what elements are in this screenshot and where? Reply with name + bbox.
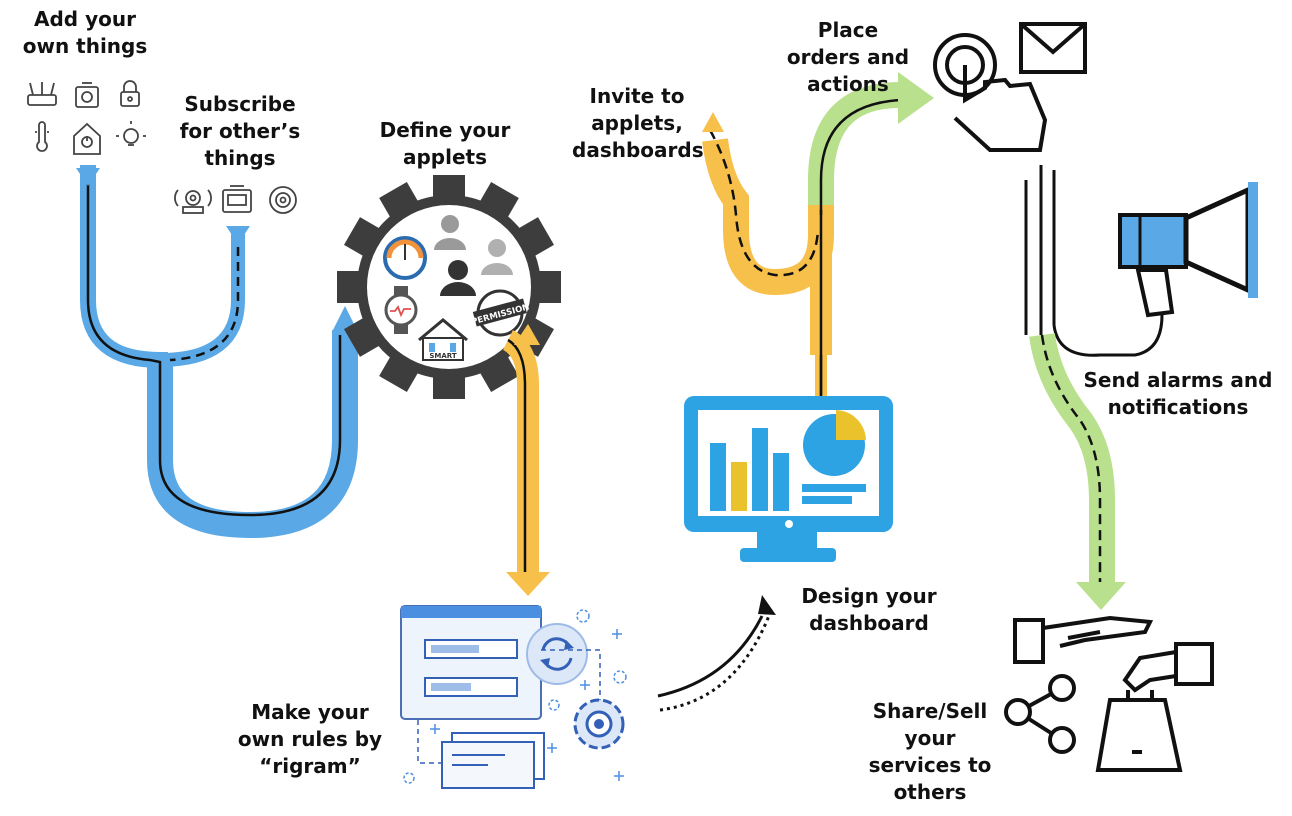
smart-text: SMART — [429, 352, 457, 360]
smart-home-icon — [73, 122, 101, 155]
label-design-dashboard: Design your dashboard — [801, 584, 937, 635]
label-send-alarms: Send alarms and notifications — [1083, 368, 1273, 419]
label-invite: Invite to applets, dashboards — [572, 84, 704, 162]
smart-house-icon: SMART — [418, 318, 468, 361]
router-icon — [27, 82, 57, 106]
label-subscribe-others-things: Subscribe for other’s things — [179, 92, 301, 170]
label-place-orders: Place orders and actions — [786, 18, 910, 96]
sensor-icon — [269, 186, 297, 214]
orange-flow-down — [502, 324, 550, 596]
label-make-rules: Make your own rules by “rigram” — [237, 700, 383, 778]
thermometer-icon — [35, 121, 49, 152]
smart-lock-icon — [120, 80, 140, 107]
user-icon-light — [481, 239, 513, 275]
notification-lines — [1024, 165, 1164, 357]
invite-flow — [702, 112, 834, 395]
smart-bulb-icon — [116, 121, 146, 146]
decor-sparkles — [403, 609, 627, 784]
control-panel-icon — [222, 185, 252, 213]
smart-plug-icon — [75, 82, 99, 108]
blue-flow-path — [76, 165, 358, 539]
megaphone-icon — [1118, 182, 1258, 318]
sync-icon — [526, 623, 588, 685]
label-add-own-things: Add your own things — [22, 7, 148, 58]
shopping-bag-icon — [1095, 642, 1214, 772]
camera-icon — [174, 189, 212, 214]
label-share-sell: Share/Sell your services to others — [868, 699, 992, 804]
curved-arrow-to-dashboard — [657, 595, 776, 712]
rigram-illustration — [400, 605, 627, 789]
smartwatch-icon — [384, 286, 418, 334]
green-flow-down — [1029, 332, 1126, 610]
handshake-icon — [1013, 615, 1154, 664]
envelope-icon — [1019, 22, 1087, 74]
label-define-applets: Define your applets — [379, 118, 511, 169]
share-nodes-icon — [1004, 674, 1076, 754]
green-flow-up — [808, 72, 934, 215]
permission-stamp-icon: PERMISSION — [470, 289, 531, 337]
others-things-icons — [174, 185, 297, 214]
own-things-icons — [27, 80, 146, 155]
pie-chart-icon — [803, 410, 866, 476]
settings-gear-icon — [573, 698, 625, 750]
applets-gear: PERMISSION SMART — [337, 175, 561, 399]
user-icon-dark — [440, 260, 476, 296]
gauge-icon — [383, 236, 427, 280]
user-icon-gray — [434, 215, 466, 250]
touch-hand-icon — [933, 33, 1048, 152]
dashboard-monitor — [684, 355, 893, 562]
bar-chart-icon — [710, 428, 789, 511]
